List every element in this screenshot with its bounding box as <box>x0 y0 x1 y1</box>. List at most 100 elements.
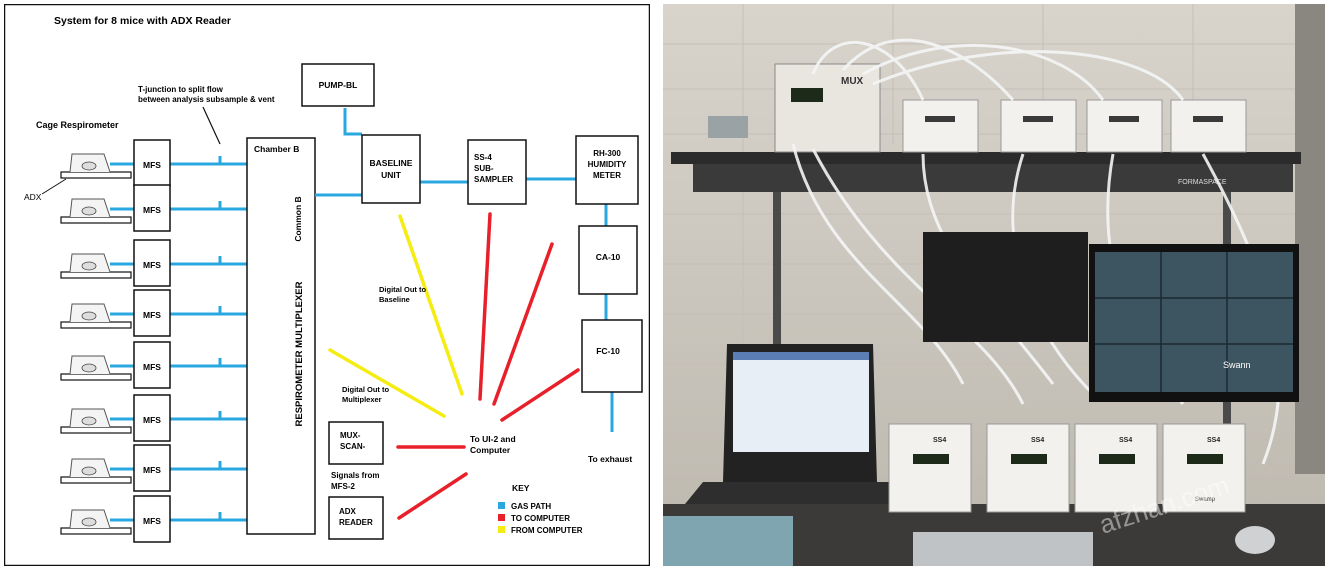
cage-base <box>60 171 132 179</box>
legend-swatch-from-computer <box>498 526 505 533</box>
adx-to-computer-line <box>397 472 468 520</box>
channel-row: MFS2 <box>60 184 263 232</box>
mfs-box <box>133 495 171 543</box>
legend-gas-label: GAS PATH <box>511 502 551 511</box>
mfs-label: MFS <box>143 362 161 372</box>
legend-from-computer-label: FROM COMPUTER <box>511 526 583 535</box>
baseline-unit-box <box>361 134 421 204</box>
ss4-unit-2-label: SS4 <box>1031 437 1044 444</box>
laptop-screen <box>733 352 869 452</box>
mfs-label: MFS <box>143 260 161 270</box>
digital-out-mux-label-2: Multiplexer <box>342 395 382 404</box>
adx-label: ADX <box>24 192 42 202</box>
monitor-grid <box>1095 252 1293 392</box>
adx-reader-box <box>328 496 384 540</box>
top-ss4-units <box>902 99 1247 153</box>
cage-base <box>60 426 132 434</box>
cage-base <box>60 271 132 279</box>
legend: KEY GAS PATH TO COMPUTER FROM COMPUTER <box>498 483 583 535</box>
pillar <box>1295 4 1325 474</box>
desk-item <box>663 516 793 566</box>
multiplexer-box <box>246 137 316 535</box>
legend-swatch-gas <box>498 502 505 509</box>
mux-device <box>774 63 881 153</box>
desk-laptop <box>913 532 1093 566</box>
mouse-icon <box>81 206 97 216</box>
baseline-label-2: UNIT <box>381 170 402 180</box>
signals-label-1: Signals from <box>331 471 379 480</box>
cage-base <box>60 373 132 381</box>
equipment-photo: FORMASPACE MUX Swann <box>663 4 1325 566</box>
digital-out-baseline-line <box>398 214 464 396</box>
mouse-icon <box>81 363 97 373</box>
mfs-label: MFS <box>143 465 161 475</box>
cage-base <box>60 321 132 329</box>
mux-device-label: MUX <box>841 76 864 87</box>
mfs-box <box>133 394 171 442</box>
digital-out-mux-line <box>328 348 446 418</box>
ss4-unit-1 <box>888 423 972 513</box>
upper-shelf <box>671 152 1301 164</box>
legend-title: KEY <box>512 483 530 493</box>
mouse-icon <box>81 416 97 426</box>
mouse <box>1235 526 1275 554</box>
common-b-label: Common B <box>293 196 303 241</box>
t-junction-label-2: between analysis subsample & vent <box>138 95 275 104</box>
laptop-base <box>685 482 915 504</box>
mfs-label: MFS <box>143 310 161 320</box>
ss4-unit-3-label: SS4 <box>1119 437 1132 444</box>
chamber-b-label: Chamber B <box>254 144 299 154</box>
ss4-display-4 <box>1187 454 1223 464</box>
mouse-icon <box>81 517 97 527</box>
legend-swatch-to-computer <box>498 514 505 521</box>
shelf-rail <box>693 164 1293 192</box>
shelf-post-left <box>773 192 781 492</box>
channel-row: MFS8 <box>60 495 263 543</box>
mfs-box <box>133 444 171 492</box>
ss4-to-computer-line <box>478 212 492 401</box>
mux-label-1: MUX- <box>340 431 361 440</box>
pump-bl-label: PUMP-BL <box>319 80 358 90</box>
ss4-label-3: SAMPLER <box>474 175 513 184</box>
mux-scan-box <box>328 421 384 465</box>
mfs-box <box>133 289 171 337</box>
signals-label-2: MFS-2 <box>331 482 356 491</box>
adx-reader-label-1: ADX <box>339 507 357 516</box>
monitor-screen <box>1095 252 1293 392</box>
top-unit-knobs <box>925 116 1223 122</box>
t-junction-pointer <box>202 106 221 145</box>
fc10-box <box>581 319 643 393</box>
adx-reader-label-2: READER <box>339 518 373 527</box>
ss4-label-2: SUB- <box>474 164 494 173</box>
mouse-icon <box>81 311 97 321</box>
channel-row: MFS4 <box>60 289 263 337</box>
ss4-subsampler-box <box>467 139 527 205</box>
shelf-brand: FORMASPACE <box>1178 179 1227 186</box>
ss4-label-1: SS-4 <box>474 153 492 162</box>
mfs-label: MFS <box>143 415 161 425</box>
fc10-label: FC-10 <box>596 346 620 356</box>
to-exhaust-label: To exhaust <box>588 454 632 464</box>
back-monitor <box>923 232 1088 342</box>
rh300-box <box>575 135 639 205</box>
mfs-label: MFS <box>143 516 161 526</box>
digital-out-baseline-label-2: Baseline <box>379 295 410 304</box>
pump-bl-box <box>301 63 375 107</box>
mfs-label: MFS <box>143 160 161 170</box>
rh-label-1: RH-300 <box>593 149 621 158</box>
diagram-title: System for 8 mice with ADX Reader <box>54 15 231 27</box>
ss4-display-2 <box>1011 454 1047 464</box>
lower-ss4-units: SS4 SS4 SS4 SS4 Swamp <box>888 423 1246 513</box>
ca10-box <box>578 225 638 295</box>
mfs-label: MFS <box>143 205 161 215</box>
mux-label-2: SCAN- <box>340 442 366 451</box>
ss4-display-1 <box>913 454 949 464</box>
legend-to-computer-label: TO COMPUTER <box>511 514 570 523</box>
multiplexer-label: RESPIROMETER MULTIPLEXER <box>294 281 305 426</box>
to-ui2-label-1: To UI-2 and <box>470 434 516 444</box>
mfs-box <box>133 341 171 389</box>
digital-out-baseline-label-1: Digital Out to <box>379 285 426 294</box>
mouse-icon <box>81 161 97 171</box>
rh-label-2: HUMIDITY <box>588 160 627 169</box>
system-diagram: System for 8 mice with ADX Reader T-junc… <box>4 4 650 566</box>
